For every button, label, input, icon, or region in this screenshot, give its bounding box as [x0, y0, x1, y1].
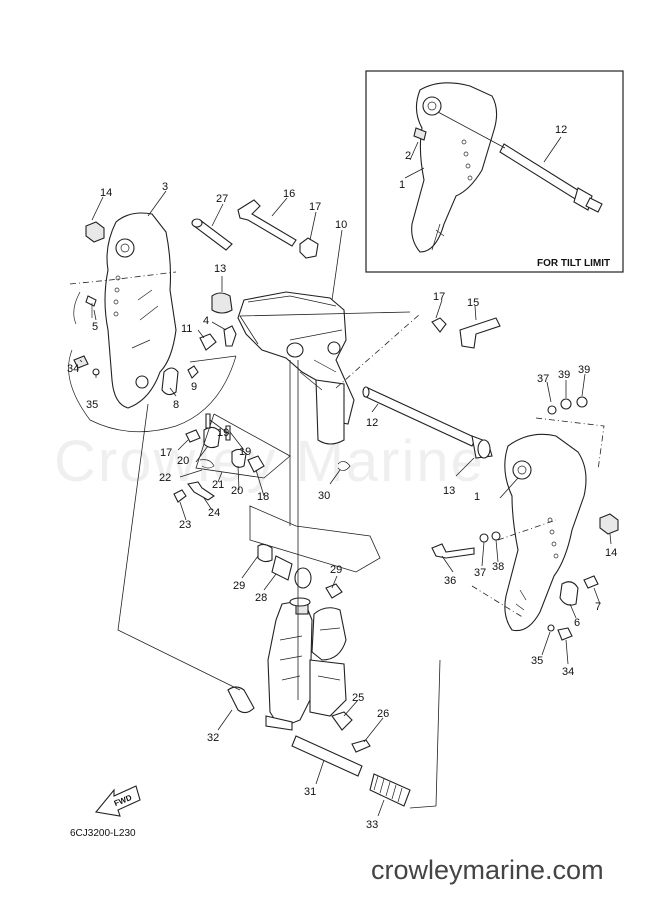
tilt-limit-inset: 12 2 1 FOR TILT LIMIT [365, 70, 624, 273]
callout-39-a: 39 [558, 369, 570, 381]
power-tilt-unit: 29 28 29 32 25 26 31 33 [207, 543, 411, 831]
swivel-bracket: 10 [237, 219, 355, 445]
callout-35-left: 35 [86, 399, 98, 411]
callout-10: 10 [335, 219, 347, 231]
callout-37-bottom: 37 [474, 567, 486, 579]
callout-1-main: 1 [474, 491, 480, 503]
callout-14-left: 14 [100, 187, 112, 199]
callout-20-a: 20 [177, 455, 189, 467]
callout-19-a: 19 [217, 427, 229, 439]
callout-31: 31 [304, 786, 316, 798]
callout-18: 18 [257, 491, 269, 503]
callout-5-left: 5 [92, 321, 98, 333]
callout-22: 22 [159, 472, 171, 484]
center-small-hardware: 17 20 19 19 22 21 20 18 23 24 [159, 413, 269, 531]
assembly-reference-lines [69, 271, 605, 809]
callout-1-inset: 1 [399, 179, 405, 191]
callout-30: 30 [318, 490, 330, 502]
callout-26: 26 [377, 708, 389, 720]
callout-29-a: 29 [233, 580, 245, 592]
callout-33: 33 [366, 819, 378, 831]
tilt-tube-parts: 12 13 30 [318, 386, 493, 502]
callout-27: 27 [216, 193, 228, 205]
callout-6: 6 [574, 617, 580, 629]
callout-17-right: 17 [433, 291, 445, 303]
callout-17-top: 17 [309, 201, 321, 213]
callout-4: 4 [203, 315, 209, 327]
right-upper-parts: 17 15 37 39 39 [431, 291, 590, 415]
right-clamp-bracket: 1 14 36 37 38 7 6 35 34 [431, 433, 619, 678]
callout-14-right: 14 [605, 547, 617, 559]
callout-13-main: 13 [443, 485, 455, 497]
callout-24: 24 [208, 507, 220, 519]
callout-12-inset: 12 [555, 124, 567, 136]
callout-7: 7 [595, 601, 601, 613]
callout-8: 8 [173, 399, 179, 411]
callout-20-b: 20 [231, 485, 243, 497]
callout-23: 23 [179, 519, 191, 531]
callout-32: 32 [207, 732, 219, 744]
callout-21: 21 [212, 479, 224, 491]
drawing-code: 6CJ3200-L230 [70, 828, 136, 839]
watermark-text: Crowley Marine [54, 429, 485, 494]
callout-2-inset: 2 [405, 150, 411, 162]
callout-11: 11 [181, 323, 192, 335]
callout-17-center: 17 [160, 447, 172, 459]
callout-37-top: 37 [537, 373, 549, 385]
callout-39-b: 39 [578, 364, 590, 376]
callout-3: 3 [162, 181, 168, 193]
callout-34-right: 34 [562, 666, 574, 678]
callout-13-top: 13 [214, 263, 226, 275]
forward-direction-arrow: FWD [94, 785, 141, 817]
callout-9: 9 [191, 381, 197, 393]
callout-35-right: 35 [531, 655, 543, 667]
callout-36: 36 [444, 575, 456, 587]
callout-34-left: 34 [67, 363, 79, 375]
callout-12-main: 12 [366, 417, 378, 429]
callout-16: 16 [283, 188, 295, 200]
callout-38: 38 [492, 561, 504, 573]
inset-caption: FOR TILT LIMIT [537, 258, 610, 269]
callout-28: 28 [255, 592, 267, 604]
left-clamp-bracket: 14 3 5 34 35 8 9 [67, 181, 237, 433]
site-url: crowleymarine.com [371, 855, 604, 885]
callout-19-b: 19 [239, 446, 251, 458]
top-middle-parts: 27 16 17 13 4 11 [181, 188, 321, 351]
callout-15: 15 [467, 297, 479, 309]
callout-25: 25 [352, 692, 364, 704]
